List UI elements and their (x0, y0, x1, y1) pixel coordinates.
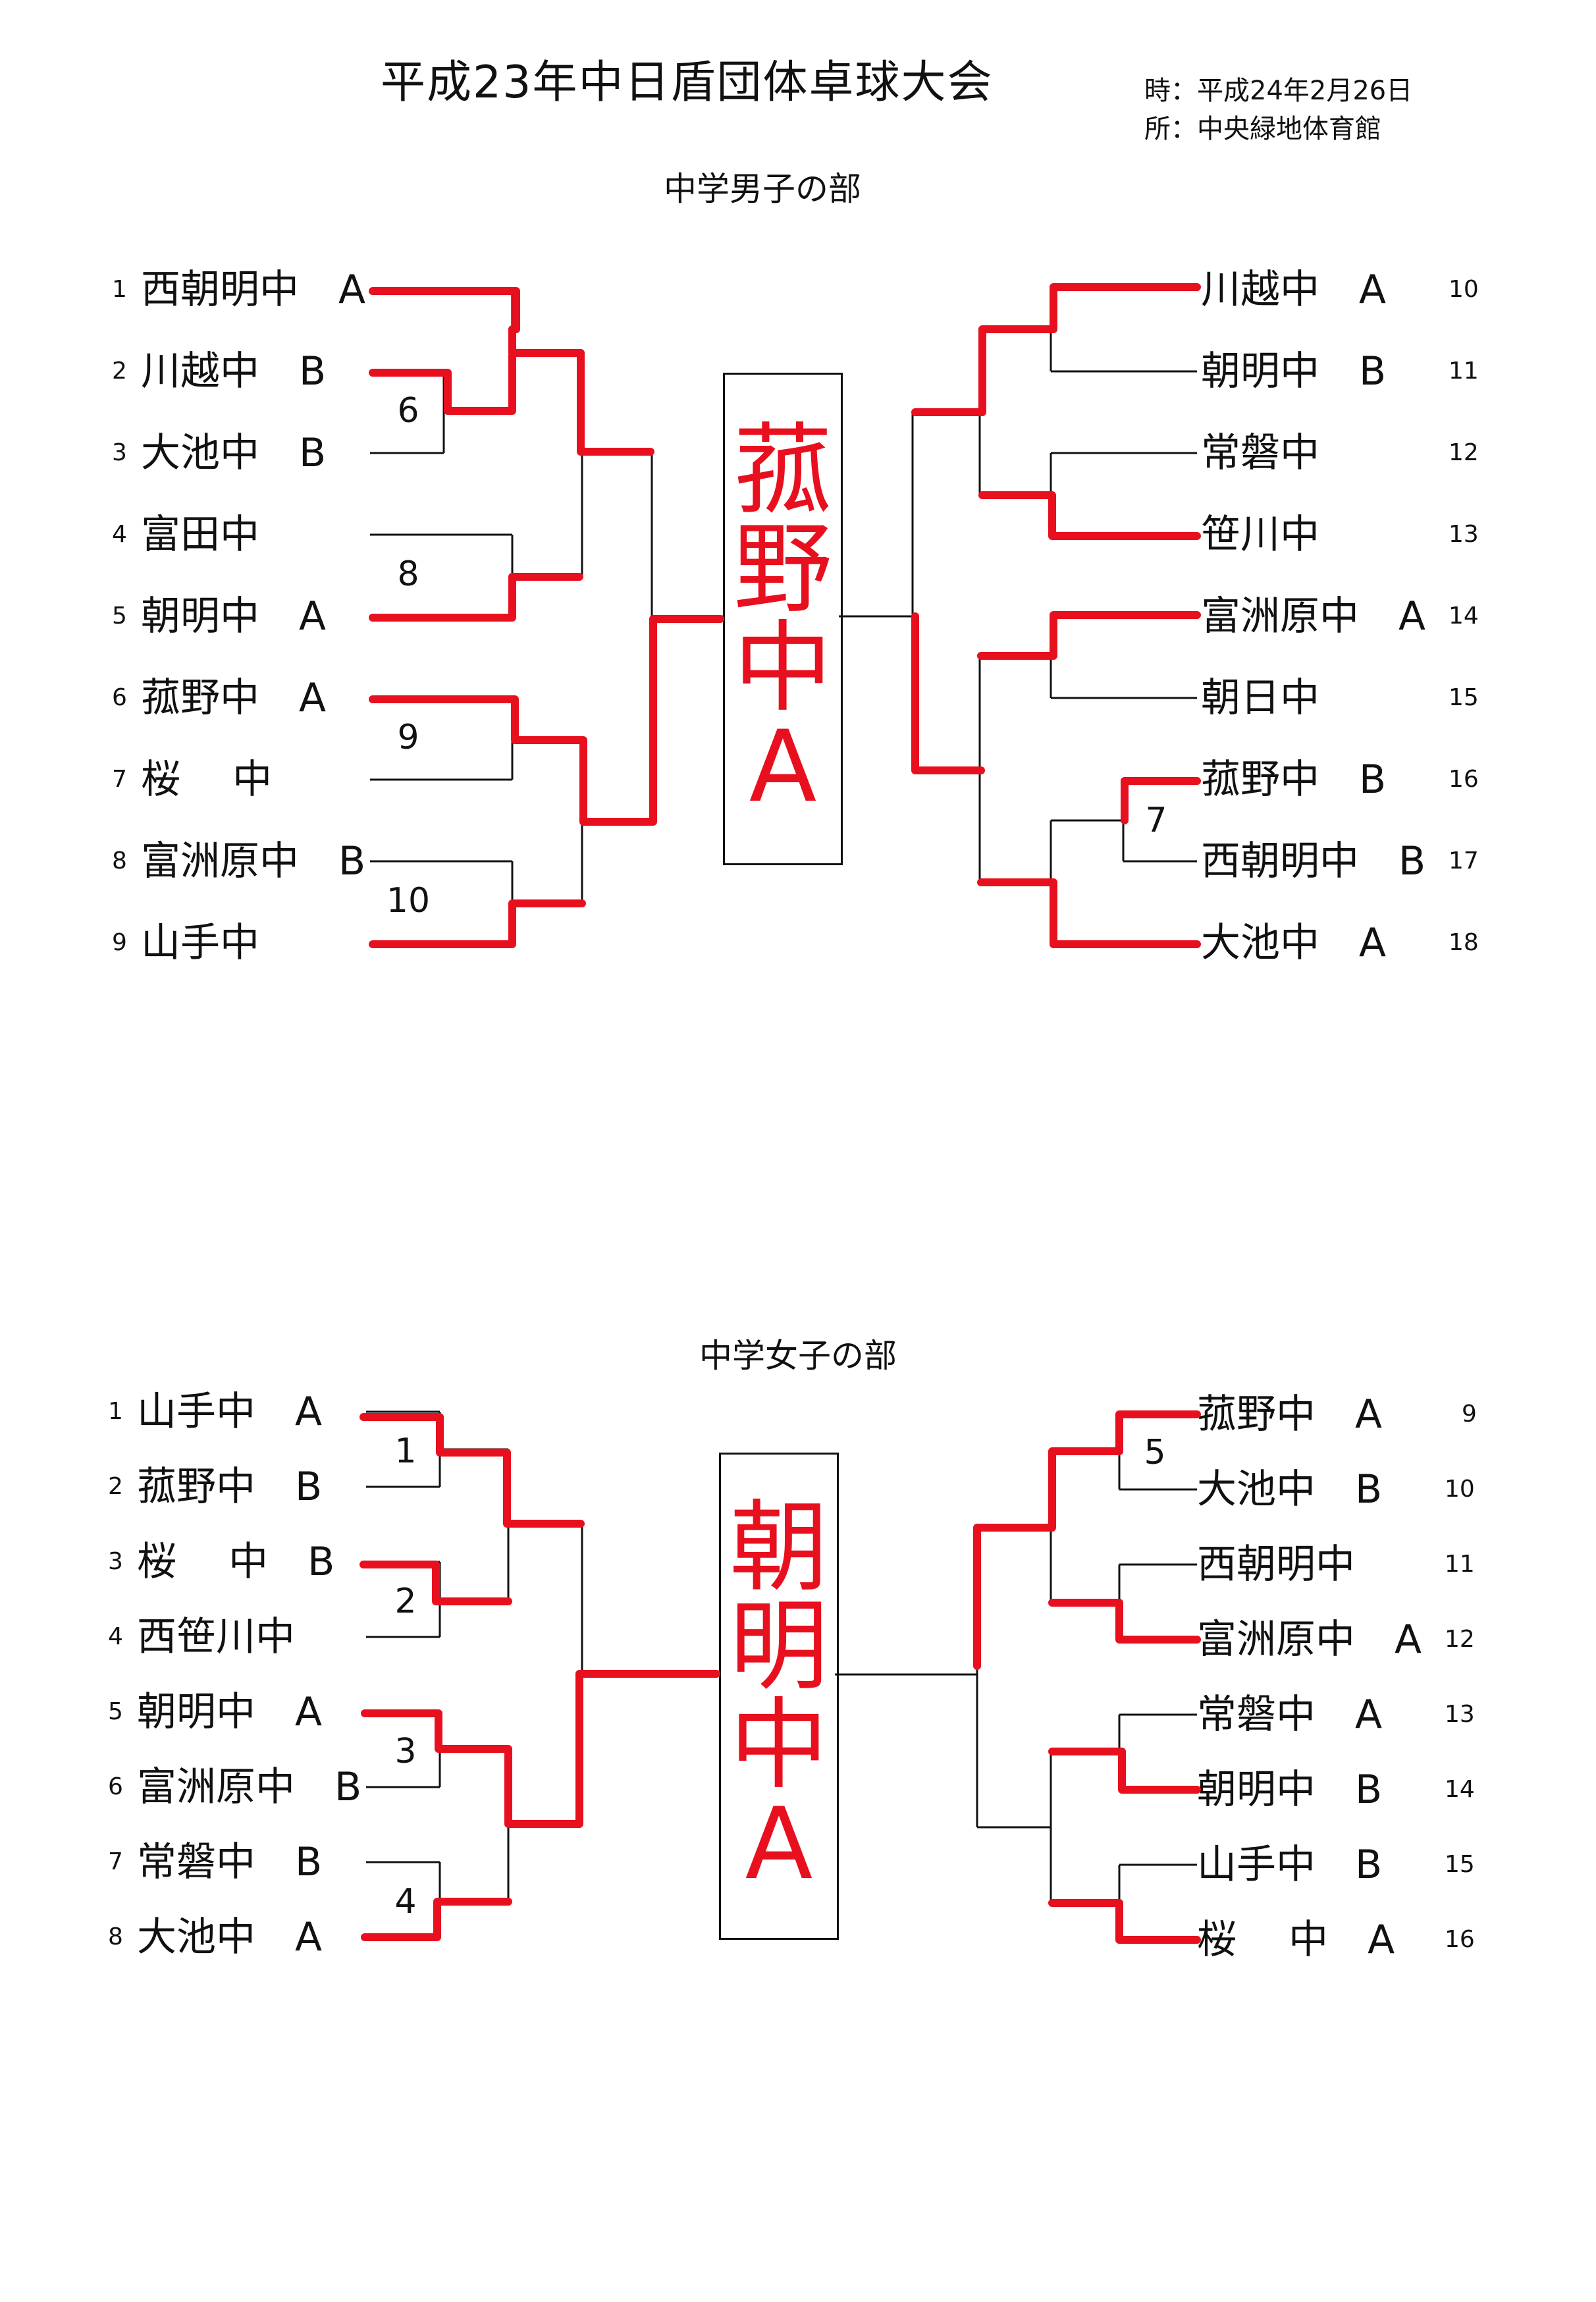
seed-number: 13 (1449, 521, 1479, 548)
team-name: 朝明中 B (1197, 1767, 1383, 1813)
team-name: 朝明中 A (137, 1689, 323, 1735)
seed-number: 1 (108, 1398, 123, 1425)
seed-number: 12 (1449, 439, 1479, 466)
boys-section-title: 中学男子の部 (664, 170, 861, 208)
seed-number: 5 (108, 1698, 123, 1725)
team-name: 菰野中 B (137, 1464, 323, 1510)
team-name: 山手中 (141, 920, 259, 966)
champion-char: 中 (733, 611, 832, 726)
seed-number: 14 (1445, 1776, 1475, 1803)
seed-number: 3 (108, 1548, 123, 1575)
seed-number: 9 (112, 929, 127, 956)
match-number: 4 (394, 1882, 417, 1921)
girls-section-title: 中学女子の部 (699, 1337, 897, 1375)
team-name: 富洲原中 A (1197, 1617, 1422, 1663)
team-name: 山手中 B (1197, 1842, 1383, 1888)
team-name: 常磐中 B (137, 1839, 323, 1885)
seed-number: 1 (112, 276, 127, 303)
champion-char: 野 (733, 512, 832, 627)
seed-number: 2 (108, 1473, 123, 1500)
seed-number: 12 (1445, 1626, 1475, 1653)
seed-number: 11 (1445, 1551, 1475, 1578)
champion-char: 朝 (729, 1491, 828, 1605)
girls-winner-path (359, 1410, 1201, 1944)
seed-number: 5 (112, 602, 127, 629)
match-number: 10 (386, 881, 431, 921)
team-name: 朝明中 B (1201, 348, 1387, 394)
team-name: 菰野中 A (1197, 1391, 1383, 1437)
team-name: 常磐中 (1201, 430, 1319, 476)
champion-char: 明 (729, 1590, 828, 1704)
champion-char: 中 (729, 1688, 828, 1803)
seed-number: 7 (108, 1848, 123, 1875)
team-name: 川越中 A (1201, 267, 1387, 313)
seed-number: 10 (1445, 1476, 1475, 1503)
seed-number: 7 (112, 766, 127, 793)
seed-number: 16 (1449, 766, 1479, 793)
team-name: 桜 中 B (137, 1539, 335, 1585)
seed-number: 14 (1449, 602, 1479, 629)
champion-char: A (745, 1787, 813, 1902)
team-name: 富田中 (141, 512, 259, 558)
team-name: 朝日中 (1201, 675, 1319, 721)
seed-number: 17 (1449, 847, 1479, 874)
team-name: 大池中 A (1201, 920, 1387, 966)
venue-line: 所：中央緑地体育館 (1144, 114, 1381, 144)
team-name: 西笹川中 (137, 1614, 295, 1660)
team-name: 西朝明中 B (1201, 838, 1426, 884)
seed-number: 9 (1462, 1401, 1477, 1428)
girls-right-structure (835, 1413, 1197, 1941)
document-title: 平成23年中日盾団体卓球大会 (381, 57, 994, 109)
match-number: 1 (394, 1432, 417, 1471)
seed-number: 13 (1445, 1701, 1475, 1728)
seed-number: 15 (1445, 1851, 1475, 1878)
match-number: 5 (1144, 1433, 1166, 1472)
match-number: 3 (394, 1732, 417, 1771)
seed-number: 8 (108, 1923, 123, 1950)
seed-number: 10 (1449, 276, 1479, 303)
team-name: 朝明中 A (141, 593, 327, 639)
match-number: 9 (397, 718, 419, 757)
team-name: 富洲原中 A (1201, 593, 1426, 639)
boys-champion-box: 菰 野 中 A (723, 373, 843, 865)
team-name: 大池中 A (137, 1914, 323, 1960)
team-name: 川越中 B (141, 348, 327, 394)
team-name: 西朝明中 A (141, 267, 366, 313)
match-number: 7 (1145, 801, 1167, 840)
seed-number: 16 (1445, 1926, 1475, 1953)
team-name: 山手中 A (137, 1389, 323, 1435)
champion-char: A (749, 710, 817, 824)
boys-winner-path (369, 283, 1201, 948)
team-name: 常磐中 A (1197, 1692, 1383, 1738)
seed-number: 11 (1449, 358, 1479, 385)
match-number: 8 (397, 554, 419, 594)
match-number: 6 (397, 391, 419, 431)
seed-number: 2 (112, 358, 127, 385)
date-line: 時：平成24年2月26日 (1144, 76, 1413, 106)
seed-number: 18 (1449, 929, 1479, 956)
team-name: 菰野中 B (1201, 757, 1387, 803)
team-name: 笹川中 (1201, 512, 1319, 558)
team-name: 桜 中 A (1197, 1917, 1395, 1963)
seed-number: 4 (112, 521, 127, 548)
champion-char: 菰 (733, 414, 832, 528)
team-name: 桜 中 (141, 757, 273, 803)
seed-number: 8 (112, 847, 127, 874)
team-name: 大池中 B (141, 430, 327, 476)
team-name: 富洲原中 B (141, 838, 366, 884)
team-name: 大池中 B (1197, 1466, 1383, 1512)
match-number: 2 (394, 1582, 417, 1621)
seed-number: 4 (108, 1623, 123, 1650)
seed-number: 15 (1449, 684, 1479, 711)
seed-number: 3 (112, 439, 127, 466)
team-name: 富洲原中 B (137, 1764, 362, 1810)
team-name: 菰野中 A (141, 675, 327, 721)
seed-number: 6 (112, 684, 127, 711)
team-name: 西朝明中 (1197, 1541, 1355, 1588)
girls-champion-box: 朝 明 中 A (719, 1453, 839, 1940)
seed-number: 6 (108, 1773, 123, 1800)
